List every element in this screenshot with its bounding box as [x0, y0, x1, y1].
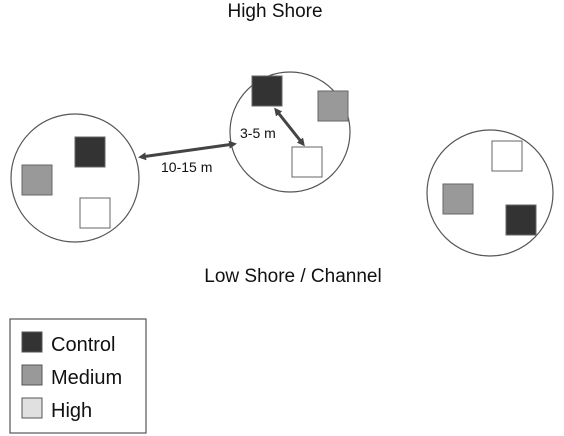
right-plot-high-square: [491, 140, 523, 172]
left-plot-circle: [10, 113, 140, 243]
within-plot-distance-label: 3-5 m: [240, 125, 276, 141]
middle-plot-high-square: [291, 146, 323, 178]
left-plot-medium-square: [21, 164, 53, 196]
right-plot-medium-square: [442, 183, 474, 215]
legend-medium-swatch: [21, 364, 43, 386]
between-plots-arrow: [138, 140, 237, 161]
right-plot-circle: [426, 129, 554, 257]
middle-plot-control-square: [251, 75, 283, 107]
legend-medium-label: Medium: [51, 367, 122, 389]
between-plots-distance-label: 10-15 m: [161, 159, 212, 175]
legend-control-label: Control: [51, 334, 115, 356]
right-plot-control-square: [505, 204, 537, 236]
within-plot-arrow: [274, 107, 305, 147]
low-shore-label: Low Shore / Channel: [204, 266, 381, 287]
legend-high-label: High: [51, 400, 92, 422]
middle-plot-medium-square: [317, 90, 349, 122]
high-shore-label: High Shore: [227, 1, 322, 22]
middle-plot-circle: [229, 71, 351, 193]
legend-high-swatch: [21, 397, 43, 419]
left-plot-control-square: [74, 136, 106, 168]
legend-control-swatch: [21, 331, 43, 353]
left-plot-high-square: [79, 197, 111, 229]
